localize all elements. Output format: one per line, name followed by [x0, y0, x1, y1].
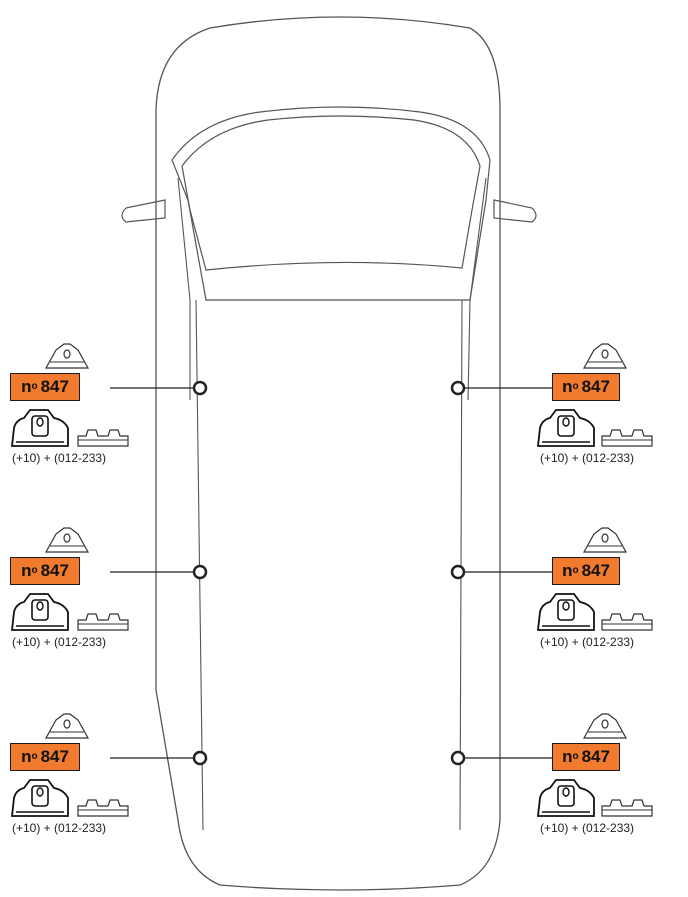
badge-number: 847	[40, 561, 69, 580]
badge-prefix-sup: o	[31, 564, 38, 576]
badge-number: 847	[581, 747, 610, 766]
badge-prefix-sup: o	[31, 380, 38, 392]
foot-icon	[536, 406, 596, 448]
pad-icon	[600, 794, 654, 818]
mount-point-right-1	[450, 380, 466, 396]
pad-icon	[76, 608, 130, 632]
mirror-left	[121, 199, 166, 223]
bracket-top-icon	[42, 340, 92, 370]
foot-icon	[10, 776, 70, 818]
badge-prefix-sup: o	[31, 750, 38, 762]
pad-icon	[76, 794, 130, 818]
mount-caption: (+10) + (012-233)	[12, 635, 107, 649]
badge-number: 847	[40, 747, 69, 766]
badge-prefix: n	[21, 561, 32, 580]
badge-prefix: n	[21, 377, 32, 396]
badge-number: 847	[40, 377, 69, 396]
badge-prefix-sup: o	[572, 564, 579, 576]
badge-number: 847	[581, 561, 610, 580]
mount-caption: (+10) + (012-233)	[540, 821, 635, 835]
roof-rail-left	[177, 177, 204, 831]
car-body-outline	[155, 16, 501, 891]
mirror-right	[493, 199, 537, 223]
windshield-outer	[171, 106, 491, 301]
connectors	[110, 387, 552, 759]
bracket-top-icon	[42, 710, 92, 740]
pad-icon	[600, 608, 654, 632]
mount-point-left-2	[192, 564, 208, 580]
badge-prefix: n	[562, 561, 573, 580]
mount-caption: (+10) + (012-233)	[540, 451, 635, 465]
badge-number: 847	[581, 377, 610, 396]
mount-points	[192, 380, 466, 766]
mount-point-right-2	[450, 564, 466, 580]
bracket-top-icon	[580, 710, 630, 740]
badge-prefix: n	[562, 747, 573, 766]
mount-point-left-3	[192, 750, 208, 766]
foot-icon	[10, 590, 70, 632]
pad-icon	[76, 424, 130, 448]
windshield-inner	[181, 115, 481, 271]
roof-rail-right	[459, 177, 487, 831]
badge-prefix: n	[21, 747, 32, 766]
mount-caption: (+10) + (012-233)	[540, 635, 635, 649]
badge-prefix: n	[562, 377, 573, 396]
foot-icon	[536, 590, 596, 632]
bracket-top-icon	[42, 524, 92, 554]
badge-prefix-sup: o	[572, 750, 579, 762]
bracket-top-icon	[580, 340, 630, 370]
badge-prefix-sup: o	[572, 380, 579, 392]
pad-icon	[600, 424, 654, 448]
foot-icon	[536, 776, 596, 818]
foot-icon	[10, 406, 70, 448]
mount-caption: (+10) + (012-233)	[12, 451, 107, 465]
mount-caption: (+10) + (012-233)	[12, 821, 107, 835]
mount-point-left-1	[192, 380, 208, 396]
mount-point-right-3	[450, 750, 466, 766]
bracket-top-icon	[580, 524, 630, 554]
